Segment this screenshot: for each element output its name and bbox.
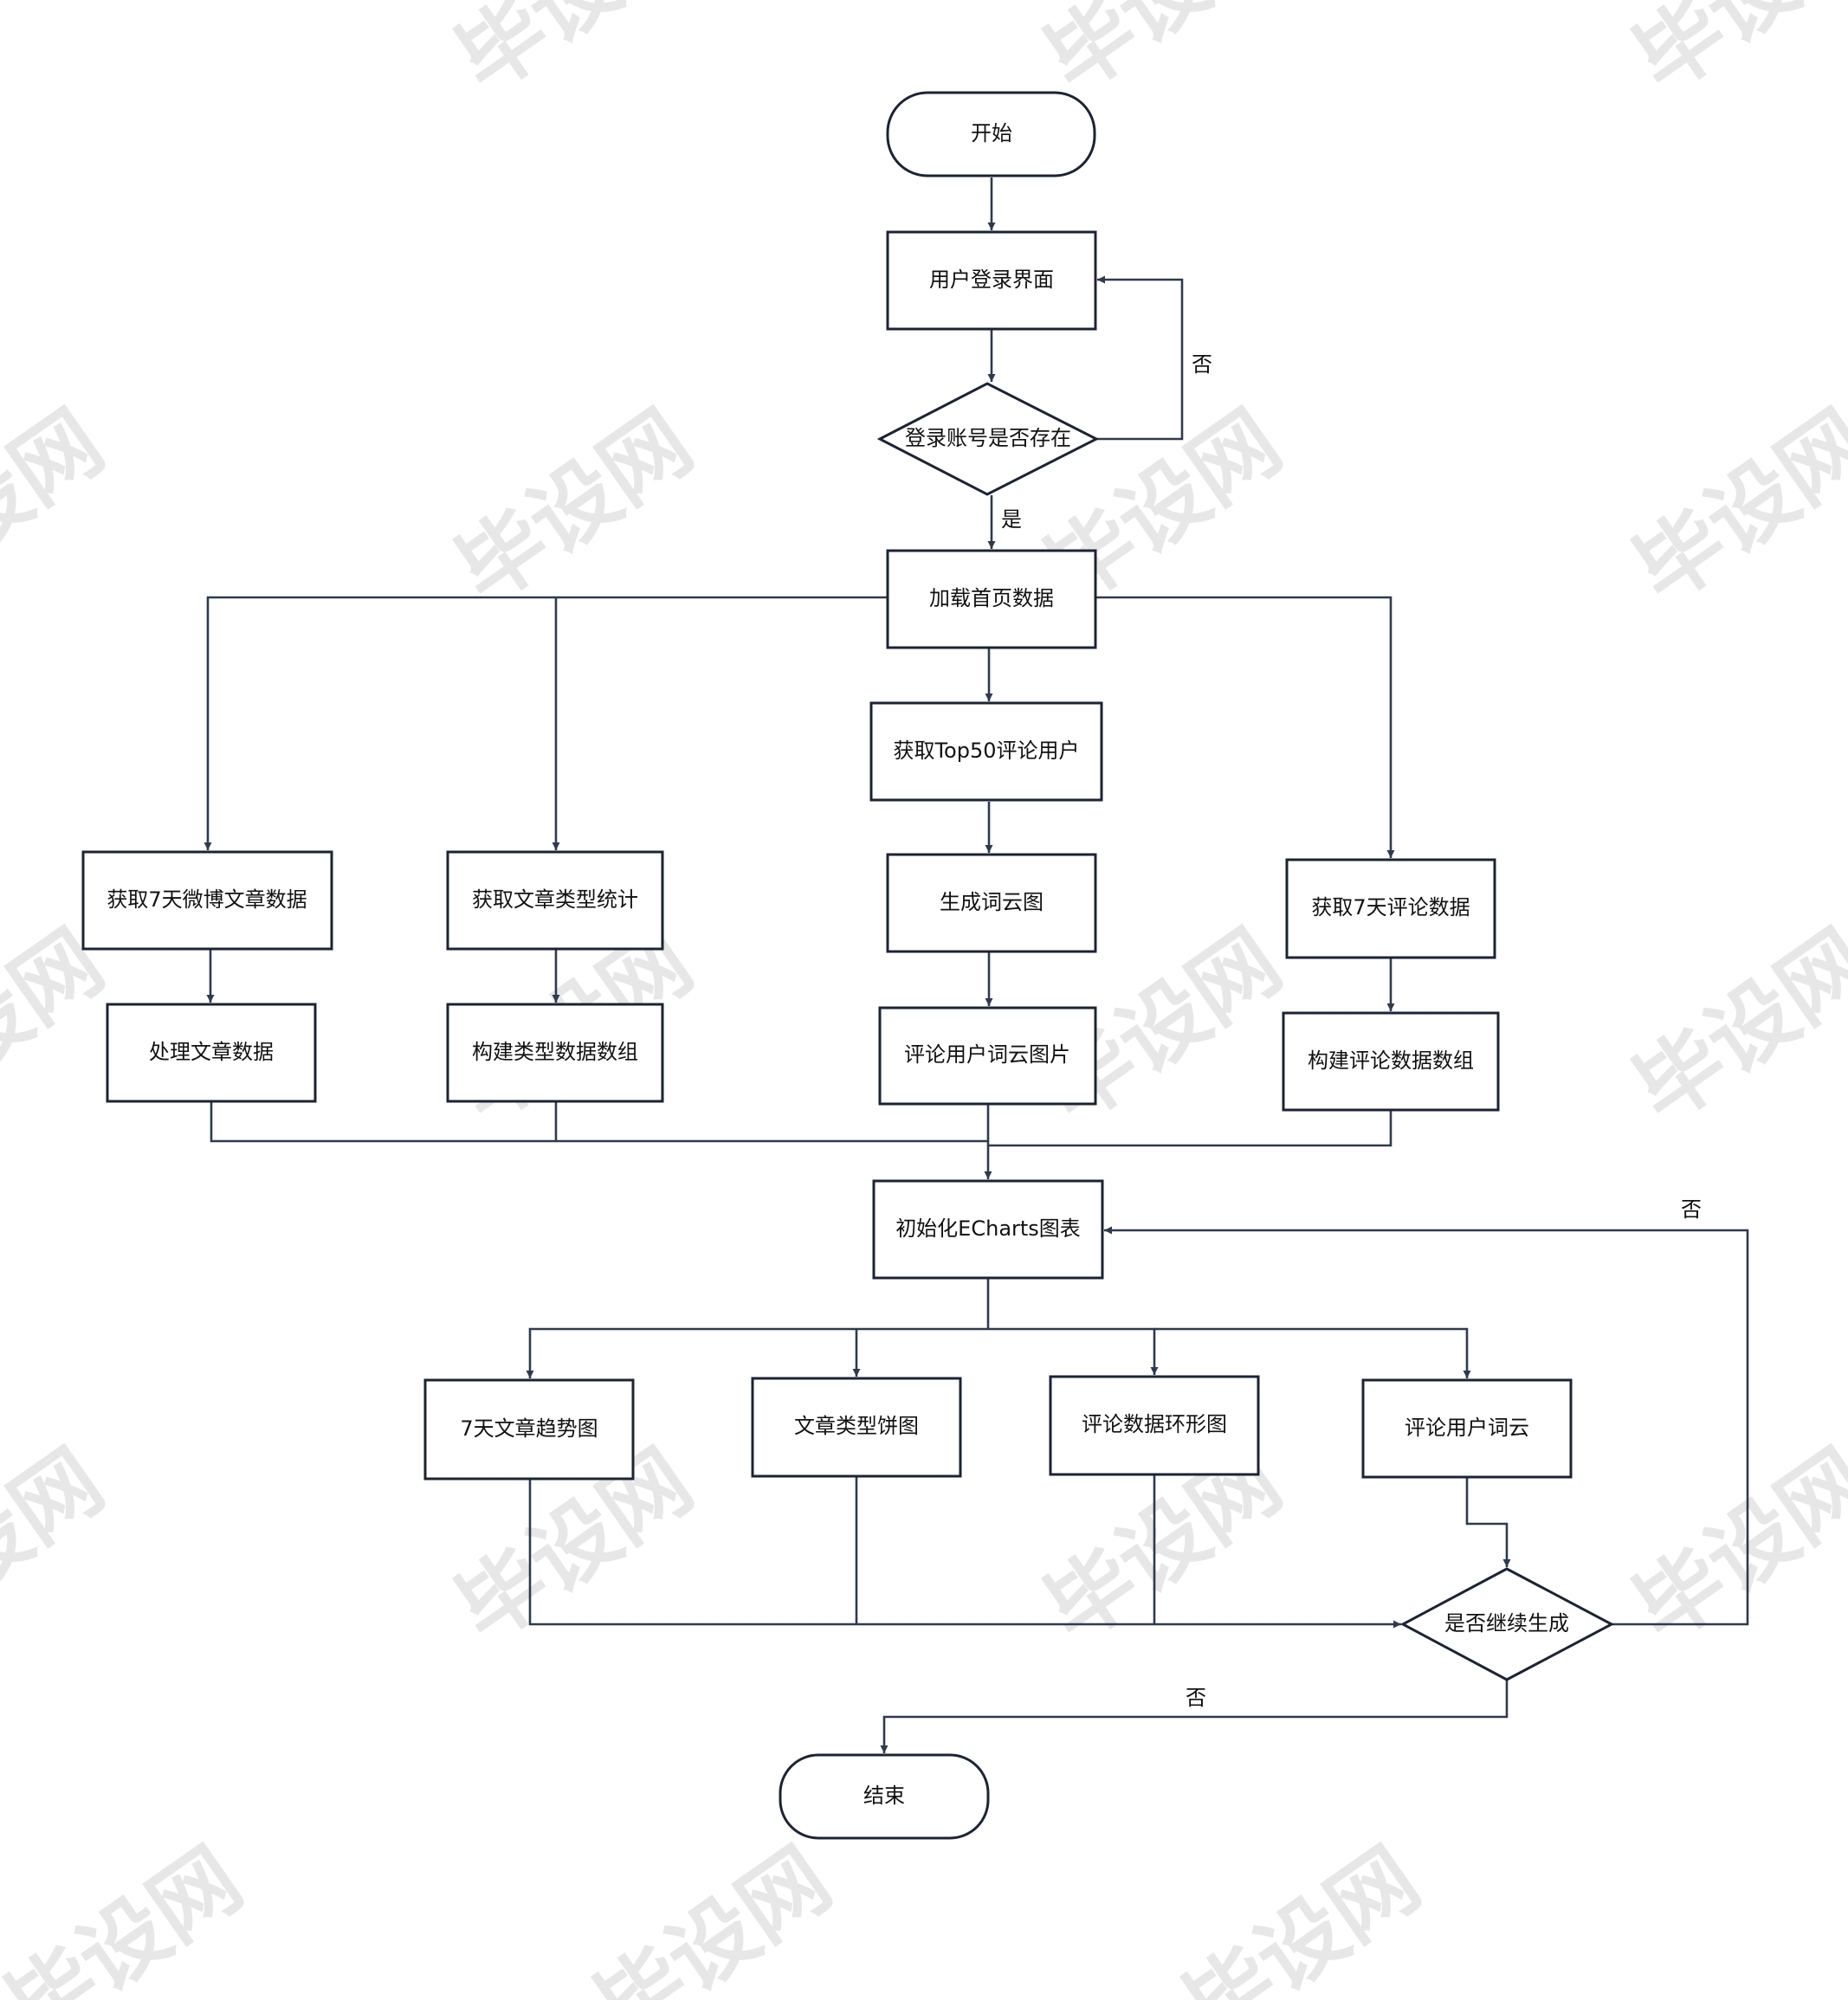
node-user-wordcloud: 评论用户词云: [1361, 1378, 1573, 1479]
node-trend-chart: 7天文章趋势图: [423, 1378, 635, 1481]
svg-text:生成词云图: 生成词云图: [940, 890, 1044, 914]
svg-text:获取Top50评论用户: 获取Top50评论用户: [893, 739, 1079, 763]
svg-text:文章类型饼图: 文章类型饼图: [794, 1414, 919, 1438]
svg-text:评论用户词云: 评论用户词云: [1405, 1416, 1529, 1440]
svg-text:处理文章数据: 处理文章数据: [149, 1040, 274, 1064]
svg-text:构建评论数据数组: 构建评论数据数组: [1308, 1048, 1474, 1073]
node-load-home: 加载首页数据: [886, 549, 1097, 649]
edge-continue-no-end: [880, 1680, 1509, 1753]
svg-text:开始: 开始: [971, 121, 1012, 145]
node-gen-wordcloud: 生成词云图: [886, 853, 1097, 953]
svg-text:获取7天微博文章数据: 获取7天微博文章数据: [107, 887, 307, 912]
edge-process-to-merge: [210, 1101, 988, 1143]
node-process-articles: 处理文章数据: [106, 1003, 317, 1103]
edge-split-to-trend: [526, 1327, 988, 1378]
node-continue-check: 是否继续生成: [1399, 1567, 1615, 1681]
svg-text:是否继续生成: 是否继续生成: [1444, 1611, 1569, 1635]
edge-cloud-to-continue: [1465, 1477, 1511, 1567]
edge-label-account-yes: 是: [1001, 507, 1022, 532]
node-type-pie: 文章类型饼图: [751, 1377, 962, 1478]
edge-split-to-ring: [988, 1327, 1159, 1375]
svg-text:7天文章趋势图: 7天文章趋势图: [460, 1416, 598, 1441]
svg-text:获取文章类型统计: 获取文章类型统计: [472, 887, 638, 912]
node-init-echarts: 初始化ECharts图表: [872, 1179, 1104, 1280]
svg-text:获取7天评论数据: 获取7天评论数据: [1311, 895, 1470, 919]
node-build-comment-array: 构建评论数据数组: [1282, 1011, 1500, 1112]
node-comments-7day: 获取7天评论数据: [1285, 858, 1496, 959]
node-top50-users: 获取Top50评论用户: [869, 701, 1103, 802]
edges: [204, 177, 1749, 1753]
edge-label-continue-no-loop: 否: [1681, 1197, 1702, 1222]
svg-text:初始化ECharts图表: 初始化ECharts图表: [895, 1216, 1081, 1241]
edge-split-to-cloud: [1154, 1327, 1471, 1378]
node-end: 结束: [779, 1753, 990, 1840]
node-account-check: 登录账号是否存在: [876, 382, 1100, 496]
svg-text:评论用户词云图片: 评论用户词云图片: [904, 1042, 1070, 1067]
edge-label-continue-no-end: 否: [1186, 1686, 1206, 1710]
node-login-page: 用户登录界面: [886, 230, 1097, 331]
node-wordcloud-image: 评论用户词云图片: [878, 1006, 1097, 1106]
svg-text:结束: 结束: [863, 1784, 905, 1808]
svg-text:登录账号是否存在: 登录账号是否存在: [905, 426, 1071, 450]
edge-check-no-loop: [1096, 275, 1184, 441]
edge-label-account-no: 否: [1192, 352, 1212, 377]
edge-load-to-weibo: [204, 596, 888, 850]
node-comment-ring: 评论数据环形图: [1049, 1375, 1260, 1476]
svg-text:评论数据环形图: 评论数据环形图: [1082, 1412, 1227, 1436]
svg-text:构建类型数据数组: 构建类型数据数组: [472, 1040, 638, 1064]
edge-buildcomment-to-merge: [988, 1110, 1392, 1147]
node-type-stats: 获取文章类型统计: [446, 850, 664, 951]
edge-continue-no-loop: [1104, 1226, 1749, 1626]
node-start: 开始: [886, 91, 1096, 177]
svg-text:用户登录界面: 用户登录界面: [929, 268, 1054, 292]
edge-trend-to-continue: [528, 1479, 1401, 1629]
svg-text:加载首页数据: 加载首页数据: [929, 586, 1054, 610]
node-build-type-array: 构建类型数据数组: [446, 1003, 664, 1103]
node-weibo-7day: 获取7天微博文章数据: [81, 850, 333, 951]
edge-load-to-comments: [1095, 596, 1395, 858]
